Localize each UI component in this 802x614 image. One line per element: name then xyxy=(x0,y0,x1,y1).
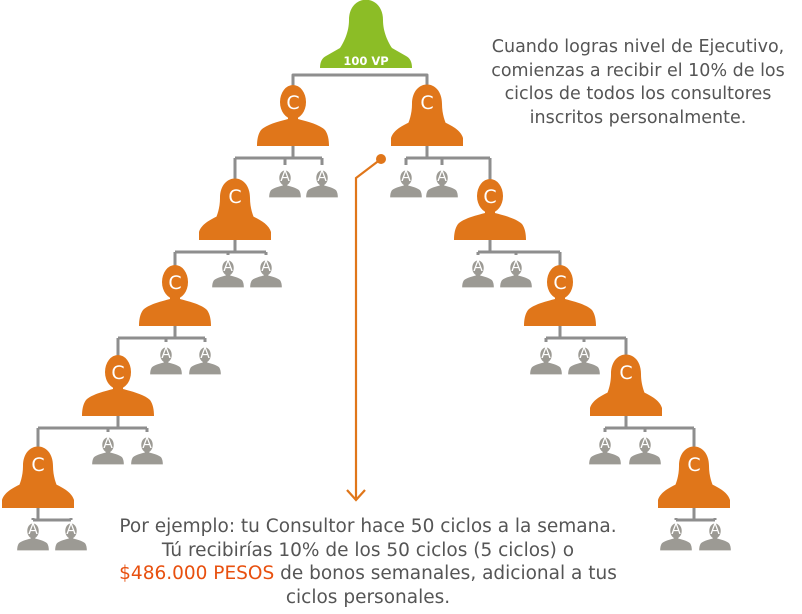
consultant-figure: C xyxy=(391,84,463,146)
associate-figure: A xyxy=(250,259,282,288)
pointer-arrowhead xyxy=(346,489,366,502)
figures: 100 VP A A A A A A A A A A A A A A A A A A A A C C C C C C C C C C xyxy=(2,0,731,551)
example-pointer xyxy=(346,154,386,502)
consultant-label: C xyxy=(483,186,496,208)
consultant-figure: C xyxy=(82,355,154,416)
consultant-label: C xyxy=(286,92,299,114)
associate-label: A xyxy=(261,259,271,275)
consultant-figure: C xyxy=(2,446,74,508)
associate-label: A xyxy=(280,169,290,185)
associate-label: A xyxy=(142,436,152,452)
consultant-figure: C xyxy=(590,354,662,416)
consultant-label: C xyxy=(111,362,124,384)
associate-label: A xyxy=(473,259,483,275)
associate-label: A xyxy=(161,346,171,362)
associate-label: A xyxy=(200,346,210,362)
consultant-label: C xyxy=(228,186,241,208)
associate-figure: A xyxy=(269,169,301,198)
consultant-figure: C xyxy=(257,85,329,146)
associate-figure: A xyxy=(306,169,338,198)
consultant-figure: C xyxy=(454,179,526,240)
consultant-label: C xyxy=(553,272,566,294)
consultant-label: C xyxy=(31,454,44,476)
associate-figure: A xyxy=(530,346,562,375)
consultant-label: C xyxy=(168,272,181,294)
connector-lines xyxy=(31,73,717,522)
bonus-amount: $486.000 PESOS xyxy=(119,563,275,584)
associate-figure: A xyxy=(589,436,621,465)
associate-label: A xyxy=(66,522,76,538)
associate-figure: A xyxy=(390,169,422,198)
associate-figure: A xyxy=(568,346,600,375)
root-figure: 100 VP xyxy=(320,0,412,68)
associate-figure: A xyxy=(55,522,87,551)
associate-figure: A xyxy=(629,436,661,465)
associate-label: A xyxy=(579,346,589,362)
associate-figure: A xyxy=(92,436,124,465)
associate-figure: A xyxy=(462,259,494,288)
associate-label: A xyxy=(710,522,720,538)
consultant-label: C xyxy=(619,362,632,384)
consultant-figure: C xyxy=(139,265,211,326)
associate-figure: A xyxy=(500,259,532,288)
root-connector xyxy=(291,73,429,92)
associate-label: A xyxy=(640,436,650,452)
associate-figure: A xyxy=(426,169,458,198)
associate-figure: A xyxy=(17,522,49,551)
associate-figure: A xyxy=(660,522,692,551)
associate-figure: A xyxy=(150,346,182,375)
associate-label: A xyxy=(600,436,610,452)
consultant-figure: C xyxy=(658,446,730,508)
bottom-note: Por ejemplo: tu Consultor hace 50 ciclos… xyxy=(118,515,618,609)
pointer-line xyxy=(354,158,382,498)
associate-label: A xyxy=(317,169,327,185)
associate-label: A xyxy=(103,436,113,452)
associate-label: A xyxy=(511,259,521,275)
associate-figure: A xyxy=(699,522,731,551)
associate-label: A xyxy=(28,522,38,538)
bottom-note-text-end: de bonos semanales, adicional a tus cicl… xyxy=(274,563,617,608)
consultant-figure: C xyxy=(524,265,596,326)
consultant-label: C xyxy=(687,454,700,476)
associate-label: A xyxy=(671,522,681,538)
bottom-note-text: Por ejemplo: tu Consultor hace 50 ciclos… xyxy=(119,516,617,561)
associate-label: A xyxy=(401,169,411,185)
consultant-label: C xyxy=(420,92,433,114)
associate-label: A xyxy=(541,346,551,362)
associate-label: A xyxy=(223,259,233,275)
associate-label: A xyxy=(437,169,447,185)
top-note: Cuando logras nivel de Ejecutivo, comien… xyxy=(491,37,785,128)
consultant-figure: C xyxy=(199,178,271,240)
root-label: 100 VP xyxy=(343,54,388,68)
associate-figure: A xyxy=(189,346,221,375)
associate-figure: A xyxy=(212,259,244,288)
associate-figure: A xyxy=(131,436,163,465)
